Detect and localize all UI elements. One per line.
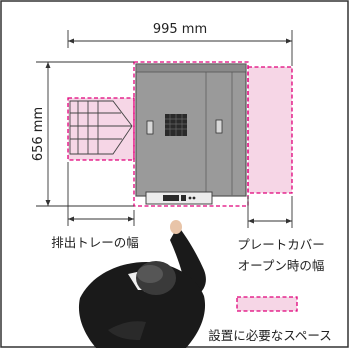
- printer-footprint-space: [133, 61, 249, 207]
- legend-label: 設置に必要なスペース: [208, 328, 332, 343]
- plate-cover-space: [247, 66, 293, 194]
- person-icon: [78, 220, 206, 348]
- width-dimension-label: 995 mm: [153, 22, 207, 37]
- required-space-zones: [67, 61, 293, 207]
- output-tray: [69, 100, 133, 155]
- plate-cover-label-line2: オープン時の幅: [238, 258, 325, 273]
- output-tray-width-label: 排出トレーの幅: [51, 235, 139, 250]
- right-latch: [215, 119, 223, 134]
- output-tray-space: [67, 97, 135, 161]
- legend: 設置に必要なスペース: [208, 296, 332, 343]
- depth-dimension-label: 656 mm: [31, 107, 46, 161]
- printer-body: [135, 63, 247, 205]
- dimension-lines: [36, 30, 293, 228]
- vent-icon: [165, 114, 187, 136]
- left-latch: [146, 120, 154, 135]
- control-panel-icon: [163, 195, 196, 201]
- plate-cover-label-line1: プレートカバー: [237, 237, 325, 252]
- legend-swatch: [236, 296, 298, 312]
